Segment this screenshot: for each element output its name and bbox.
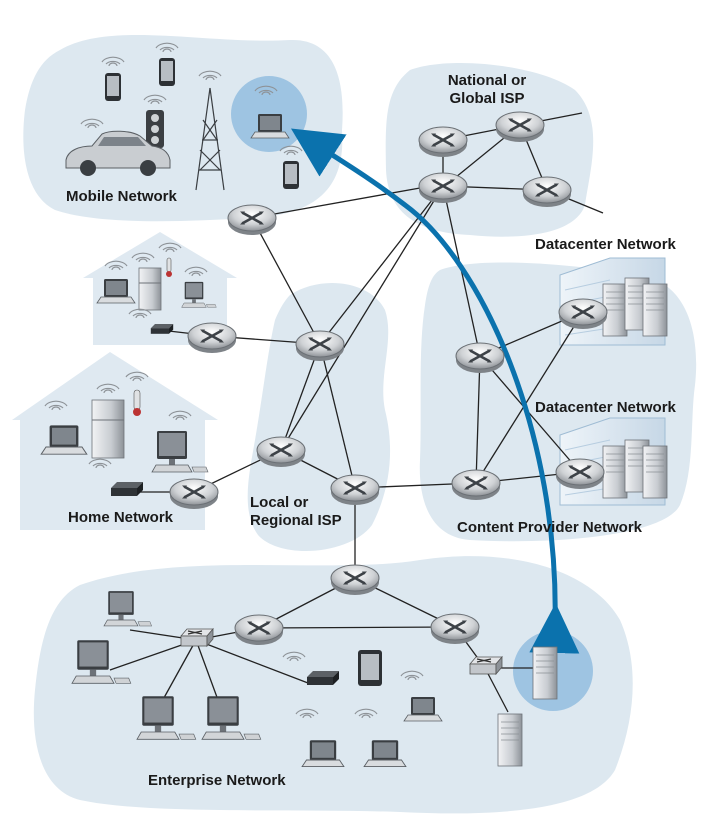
cell-tower-icon [195,87,225,191]
phone-icon [159,58,175,86]
switch-icon [180,628,214,647]
thermometer-icon [166,257,172,277]
label-national-isp-2: Global ISP [449,90,524,107]
router-icon [454,341,506,375]
router-icon [186,321,238,355]
thermometer-icon [133,389,141,416]
router-icon [168,477,220,511]
router-icon [226,203,278,237]
router-icon [554,457,606,491]
mobile-devices [65,42,303,191]
labels: Mobile Network National or Global ISP Da… [66,72,677,789]
car-icon [65,130,171,176]
router-icon [521,175,573,209]
router-icon [557,297,609,331]
router-icon [494,110,546,144]
traffic-light-icon [146,110,164,160]
router-icon [329,473,381,507]
label-enterprise-network: Enterprise Network [148,772,286,789]
router-icon [429,612,481,646]
server-icon [532,646,558,700]
home-devices-lower [40,371,209,496]
label-local-isp-2: Regional ISP [250,512,342,529]
label-mobile-network: Mobile Network [66,188,178,205]
router-icon [417,125,469,159]
modem-icon [307,671,339,685]
home-devices-upper [96,242,217,334]
enterprise-devices [71,590,558,768]
router-icon [294,329,346,363]
router-icon [233,613,285,647]
label-local-isp-1: Local or [250,494,309,511]
fridge-icon [91,399,125,459]
label-content-provider: Content Provider Network [457,519,643,536]
label-datacenter-2: Datacenter Network [535,399,677,416]
router-icon [417,171,469,205]
router-icon [329,563,381,597]
modem-icon [150,324,174,334]
server-icon [497,713,523,767]
router-icon [255,435,307,469]
label-national-isp-1: National or [448,72,527,89]
tablet-icon [358,650,382,686]
switch-icon [469,656,503,675]
label-datacenter-1: Datacenter Network [535,236,677,253]
phone-icon [105,73,121,101]
fridge-icon [138,267,162,311]
router-icon [450,468,502,502]
phone-icon [283,161,299,189]
modem-icon [111,482,143,496]
data-path-arrow [290,128,580,654]
label-home-network: Home Network [68,509,174,526]
